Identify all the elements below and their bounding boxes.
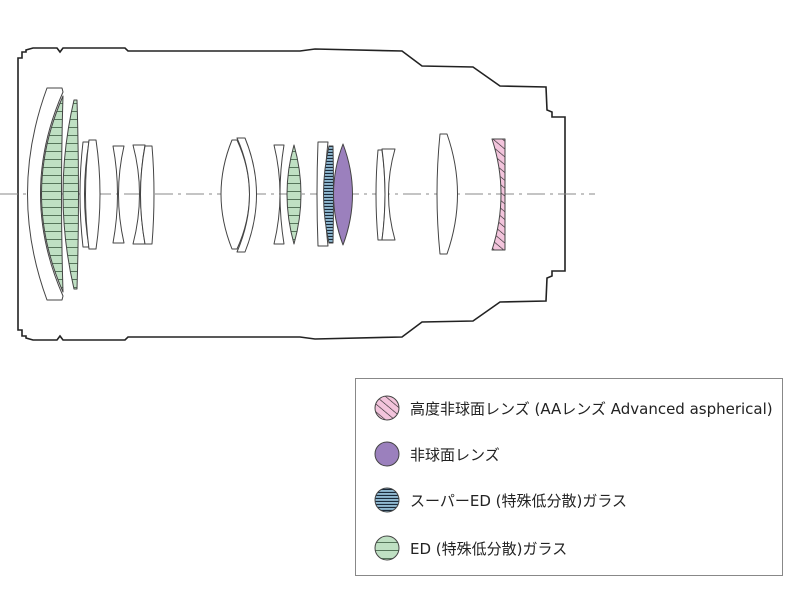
legend-item-ed: ED (特殊低分散)ガラス (374, 533, 567, 563)
lens-element-8 (273, 144, 285, 245)
legend-label: 非球面レンズ (410, 445, 500, 464)
super-ed-lens-element-11 (323, 145, 334, 244)
lens-element-5 (112, 145, 125, 244)
legend-label: 高度非球面レンズ (AAレンズ Advanced aspherical) (410, 399, 773, 418)
dense-striped-blue-circle-icon (374, 487, 400, 513)
ed-lens-element-2 (41, 95, 64, 293)
lens-element-4b (85, 139, 101, 250)
aspherical-lens-element-12 (333, 143, 353, 246)
lens-element-13b (381, 148, 396, 241)
ed-lens-element-3 (62, 99, 79, 290)
aa-aspherical-lens-element-15 (491, 138, 506, 251)
hatched-pink-circle-icon (374, 395, 400, 421)
lens-element-1 (27, 87, 64, 301)
purple-circle-icon (374, 441, 400, 467)
lens-element-14 (436, 133, 458, 255)
legend-label: スーパーED (特殊低分散)ガラス (410, 491, 628, 510)
legend-item-aspherical: 非球面レンズ (374, 439, 500, 469)
lens-element-7b (236, 137, 257, 253)
legend-item-super-ed: スーパーED (特殊低分散)ガラス (374, 485, 627, 515)
ed-lens-element-9 (286, 144, 302, 245)
lens-barrel-outline (17, 47, 566, 341)
legend: 高度非球面レンズ (AAレンズ Advanced aspherical) 非球面… (355, 378, 783, 576)
striped-green-circle-icon (374, 535, 400, 561)
lens-element-6b (140, 145, 155, 245)
legend-label: ED (特殊低分散)ガラス (410, 539, 568, 558)
legend-item-aa-aspherical: 高度非球面レンズ (AAレンズ Advanced aspherical) (374, 393, 773, 423)
